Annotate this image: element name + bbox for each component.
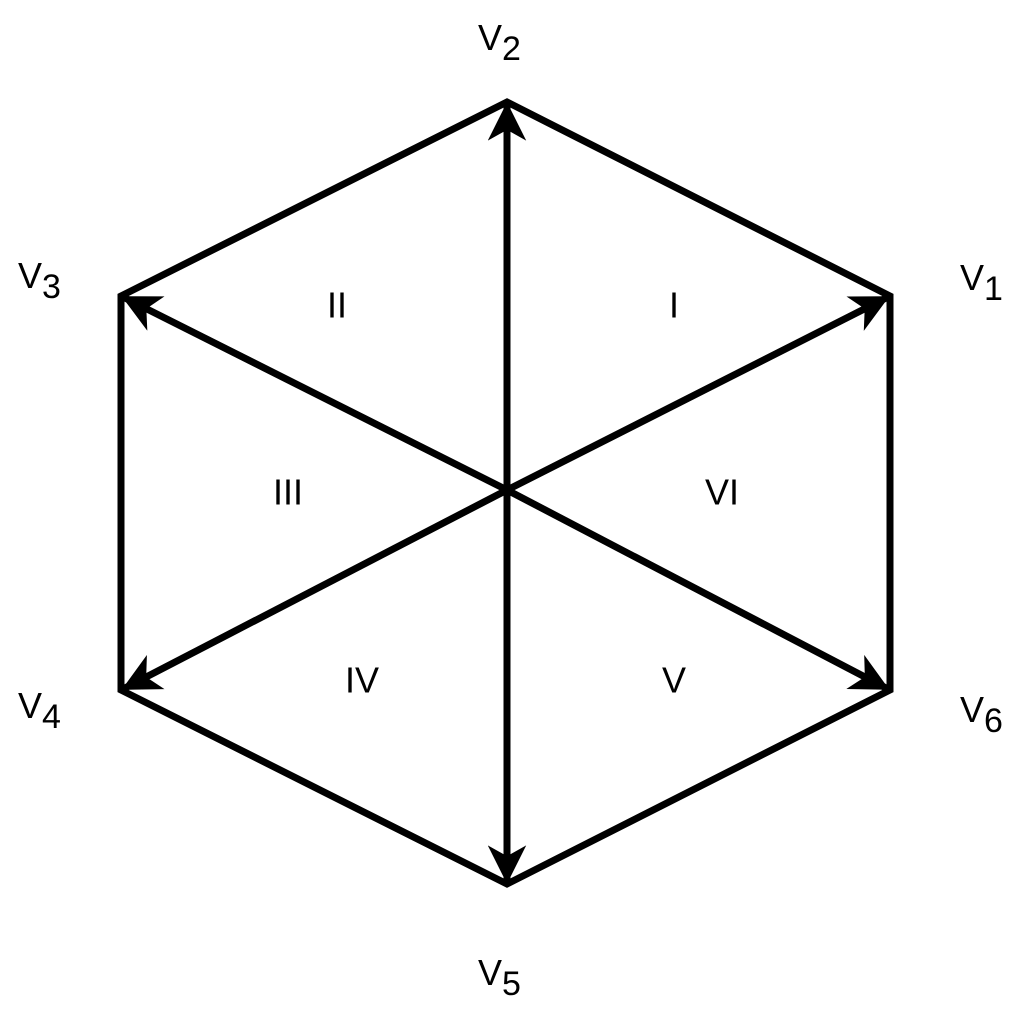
label-v1: V1	[960, 257, 1003, 308]
label-v5: V5	[478, 952, 521, 1003]
label-v3-letter: V	[18, 255, 42, 296]
vector-axis-v1	[505, 294, 890, 494]
sector-label-v: V	[662, 660, 686, 701]
label-v1-sub: 1	[984, 270, 1003, 308]
label-v3-sub: 3	[42, 268, 61, 306]
sector-label-iv: IV	[345, 660, 379, 701]
sector-label-i: I	[669, 285, 679, 326]
label-v4-letter: V	[18, 685, 42, 726]
label-v5-sub: 5	[502, 965, 521, 1003]
label-v5-letter: V	[478, 952, 502, 993]
sector-label-ii: II	[327, 285, 347, 326]
label-v6-letter: V	[960, 689, 984, 730]
label-v6: V6	[960, 689, 1003, 740]
label-v2: V2	[478, 17, 521, 68]
label-v4-sub: 4	[42, 698, 61, 736]
label-v6-sub: 6	[984, 702, 1003, 740]
vector-axis-v3	[121, 294, 509, 494]
label-v1-letter: V	[960, 257, 984, 298]
vector-axis-v4	[121, 486, 509, 692]
sector-label-iii: III	[273, 472, 303, 513]
label-v2-sub: 2	[502, 30, 521, 68]
vector-axis-v6	[505, 486, 890, 692]
label-v3: V3	[18, 255, 61, 306]
hexagon-outline	[117, 98, 894, 888]
label-v4: V4	[18, 685, 61, 736]
label-v2-letter: V	[478, 17, 502, 58]
sector-label-vi: VI	[705, 472, 739, 513]
